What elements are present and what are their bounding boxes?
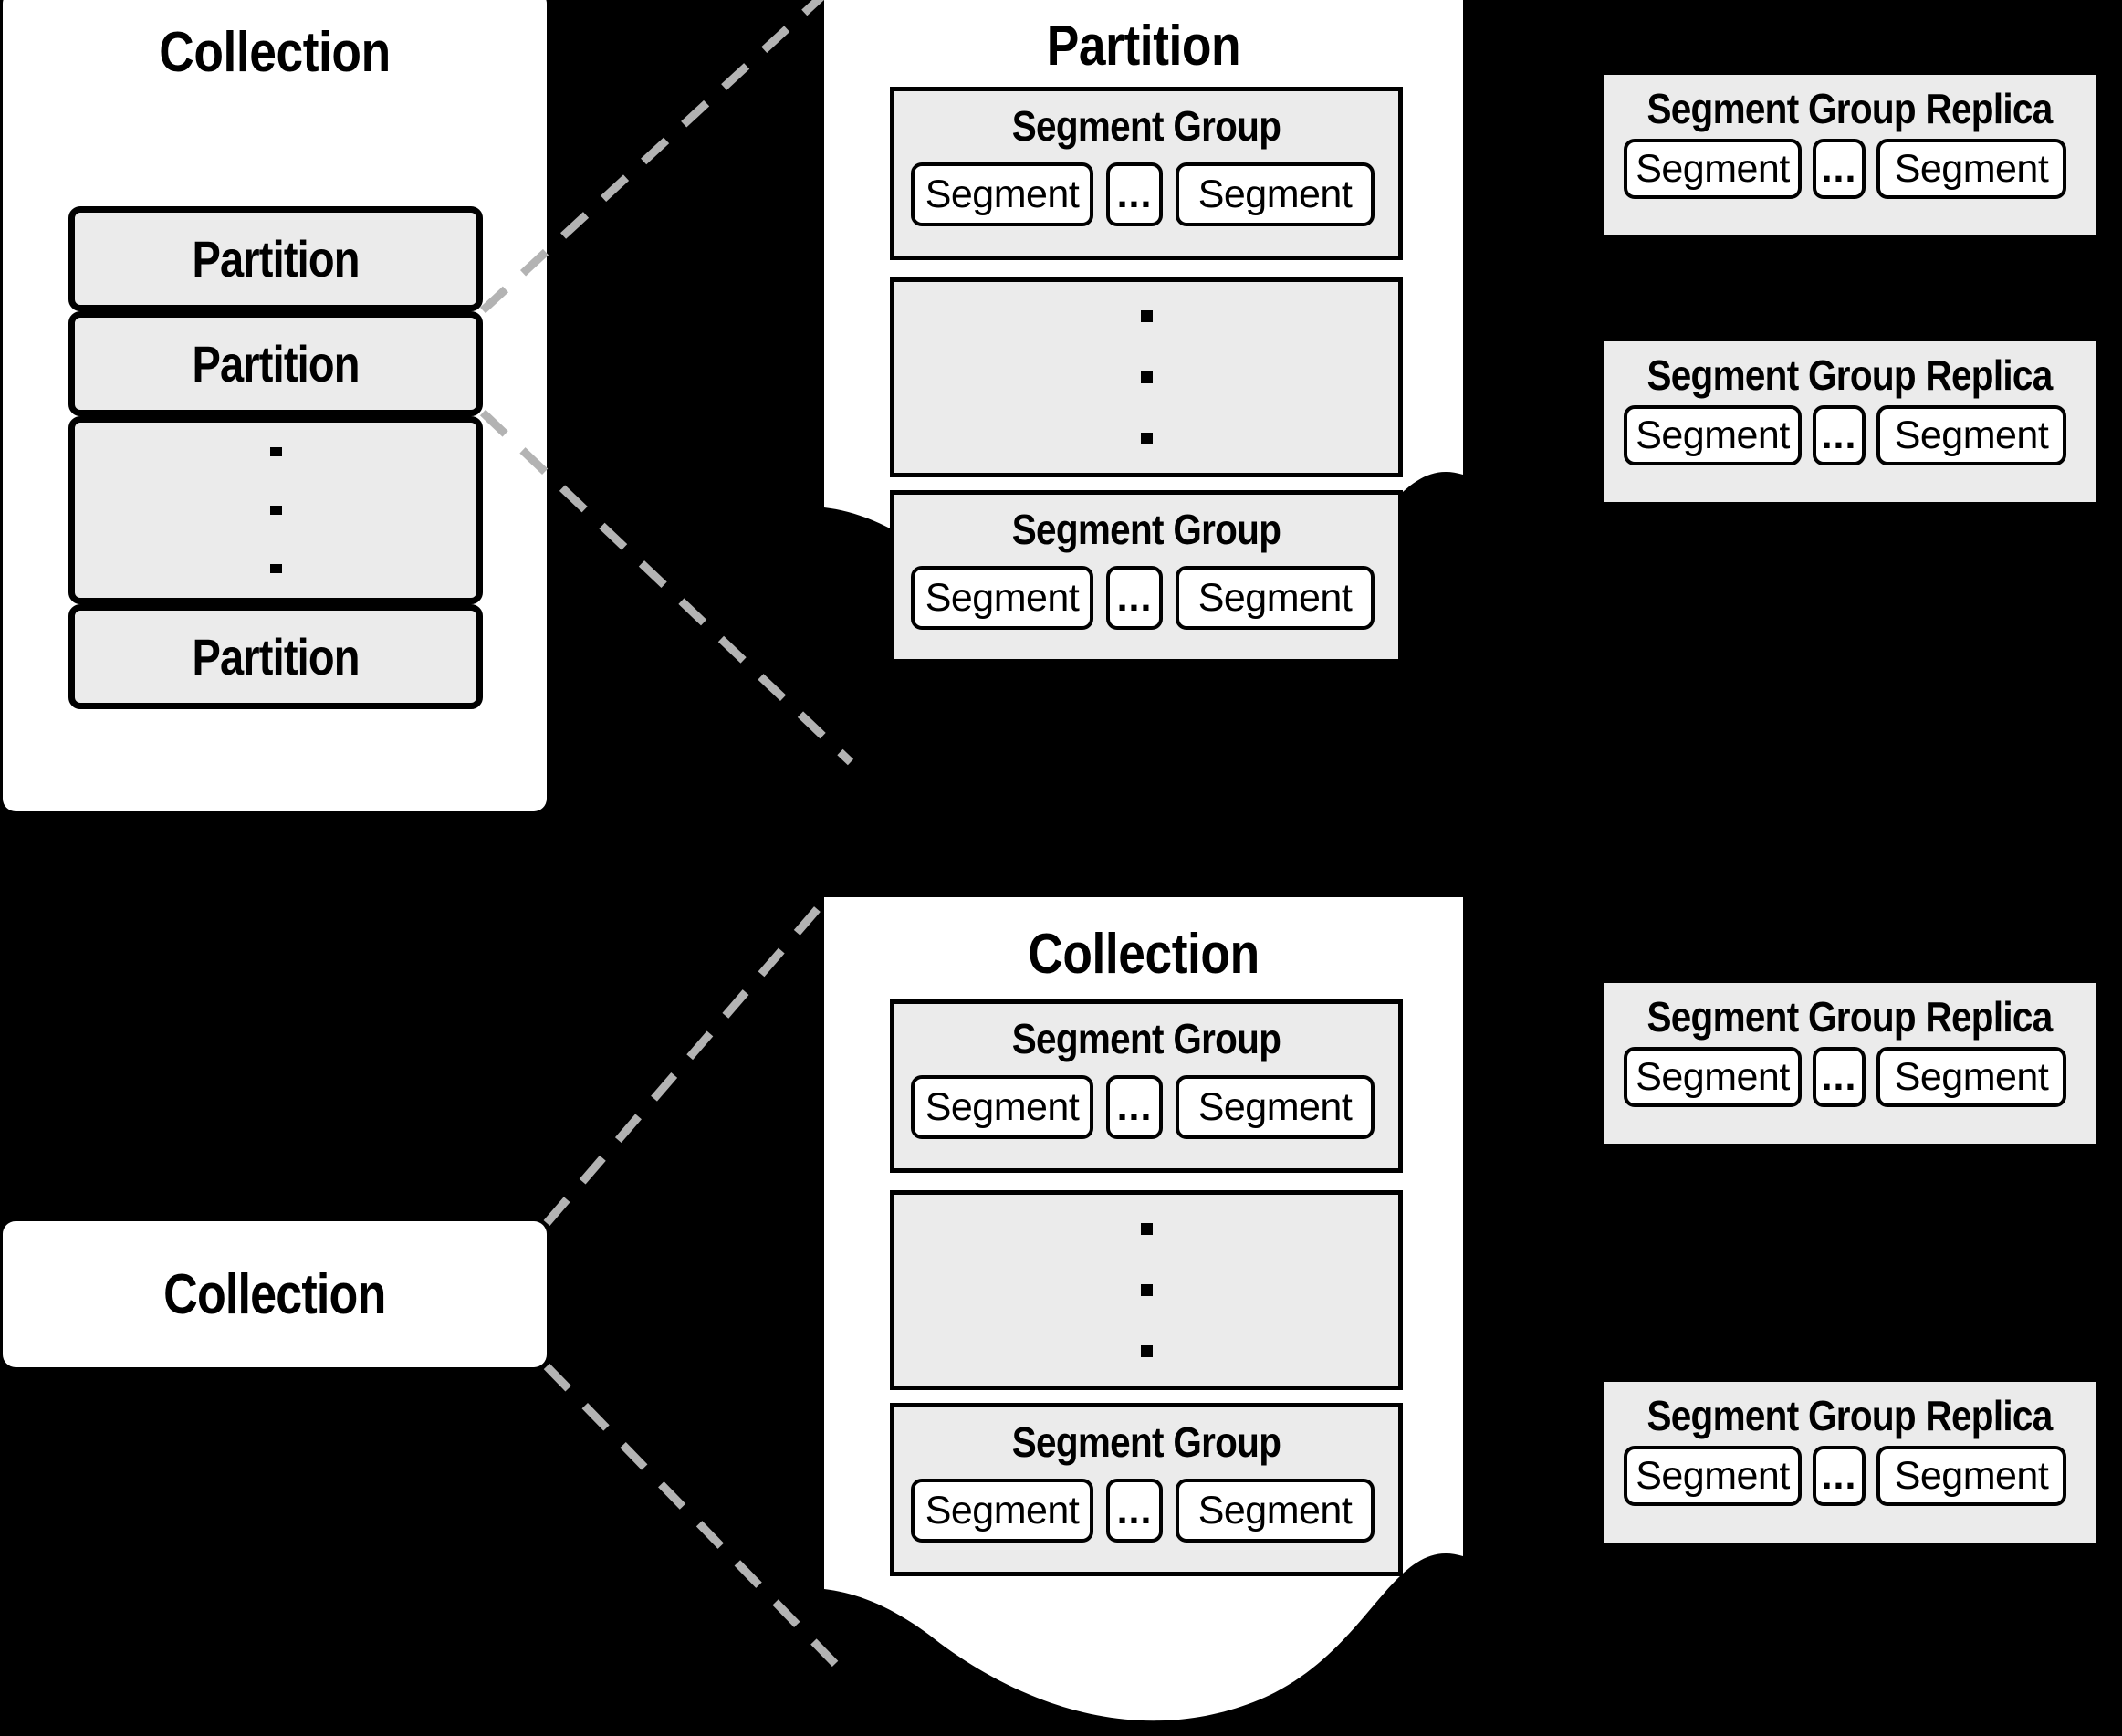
partition-item-label: Partition [192, 335, 360, 392]
segment-group-title: Segment Group [1011, 102, 1281, 150]
collection-segment-group-replica-2[interactable]: Segment Group Replica Segment ... Segmen… [1604, 1382, 2096, 1543]
segment-row: Segment ... Segment [911, 1075, 1375, 1139]
segment-row: Segment ... Segment [1624, 1446, 2066, 1506]
vertical-ellipsis-icon [894, 282, 1398, 473]
partition-item-ellipsis [68, 416, 483, 604]
segment-group-title: Segment Group [1011, 1015, 1281, 1062]
segment-ellipsis-box: ... [1106, 162, 1163, 226]
partition-item-2[interactable]: Partition [68, 311, 483, 416]
bottom-collection-node-label: Collection [163, 1262, 386, 1326]
segment-group-title: Segment Group [1011, 506, 1281, 553]
segment-group-replica-title: Segment Group Replica [1646, 351, 2053, 399]
left-collection-title: Collection [159, 21, 391, 84]
segment-row: Segment ... Segment [1624, 405, 2066, 465]
partition-segment-group-replica-1[interactable]: Segment Group Replica Segment ... Segmen… [1604, 75, 2096, 235]
partition-item-1[interactable]: Partition [68, 206, 483, 311]
segment-box[interactable]: Segment [1176, 1075, 1375, 1139]
segment-ellipsis-box: ... [1813, 405, 1866, 465]
partition-segment-group-1[interactable]: Segment Group Segment ... Segment [890, 87, 1403, 260]
segment-box[interactable]: Segment [911, 1479, 1093, 1543]
segment-box[interactable]: Segment [911, 1075, 1093, 1139]
partition-segment-group-replica-2[interactable]: Segment Group Replica Segment ... Segmen… [1604, 341, 2096, 502]
segment-box[interactable]: Segment [911, 162, 1093, 226]
segment-box[interactable]: Segment [1624, 139, 1802, 199]
partition-item-label: Partition [192, 230, 360, 288]
partition-segment-group-2[interactable]: Segment Group Segment ... Segment [890, 490, 1403, 664]
segment-row: Segment ... Segment [911, 1479, 1375, 1543]
segment-box[interactable]: Segment [1876, 1047, 2066, 1107]
segment-group-replica-title: Segment Group Replica [1646, 1392, 2053, 1439]
segment-group-replica-title: Segment Group Replica [1646, 85, 2053, 132]
segment-box[interactable]: Segment [1176, 1479, 1375, 1543]
partition-panel-title: Partition [1046, 15, 1241, 78]
bottom-collection-node[interactable]: Collection [3, 1221, 547, 1367]
connector-collection-to-panel-top [543, 896, 830, 1226]
segment-box[interactable]: Segment [1176, 566, 1375, 630]
partition-item-label: Partition [192, 628, 360, 685]
partition-segment-group-ellipsis [890, 277, 1403, 477]
connector-collection-to-panel-bottom [543, 1363, 843, 1672]
segment-box[interactable]: Segment [1624, 405, 1802, 465]
segment-row: Segment ... Segment [911, 162, 1375, 226]
segment-ellipsis-box: ... [1813, 139, 1866, 199]
segment-ellipsis-box: ... [1106, 1479, 1163, 1543]
segment-ellipsis-box: ... [1106, 566, 1163, 630]
segment-box[interactable]: Segment [1624, 1047, 1802, 1107]
segment-ellipsis-box: ... [1813, 1446, 1866, 1506]
collection-panel-title: Collection [1028, 923, 1260, 986]
vertical-ellipsis-icon [894, 1195, 1398, 1386]
collection-segment-group-2[interactable]: Segment Group Segment ... Segment [890, 1403, 1403, 1576]
segment-row: Segment ... Segment [911, 566, 1375, 630]
segment-box[interactable]: Segment [1876, 405, 2066, 465]
segment-box[interactable]: Segment [1624, 1446, 1802, 1506]
segment-group-title: Segment Group [1011, 1418, 1281, 1466]
vertical-ellipsis-icon [75, 423, 476, 598]
segment-box[interactable]: Segment [1876, 1446, 2066, 1506]
segment-box[interactable]: Segment [911, 566, 1093, 630]
segment-row: Segment ... Segment [1624, 139, 2066, 199]
segment-ellipsis-box: ... [1106, 1075, 1163, 1139]
collection-segment-group-replica-1[interactable]: Segment Group Replica Segment ... Segmen… [1604, 983, 2096, 1144]
collection-segment-group-ellipsis [890, 1190, 1403, 1390]
partition-item-3[interactable]: Partition [68, 604, 483, 709]
segment-row: Segment ... Segment [1624, 1047, 2066, 1107]
segment-group-replica-title: Segment Group Replica [1646, 993, 2053, 1041]
collection-segment-group-1[interactable]: Segment Group Segment ... Segment [890, 999, 1403, 1173]
segment-box[interactable]: Segment [1876, 139, 2066, 199]
segment-box[interactable]: Segment [1176, 162, 1375, 226]
segment-ellipsis-box: ... [1813, 1047, 1866, 1107]
